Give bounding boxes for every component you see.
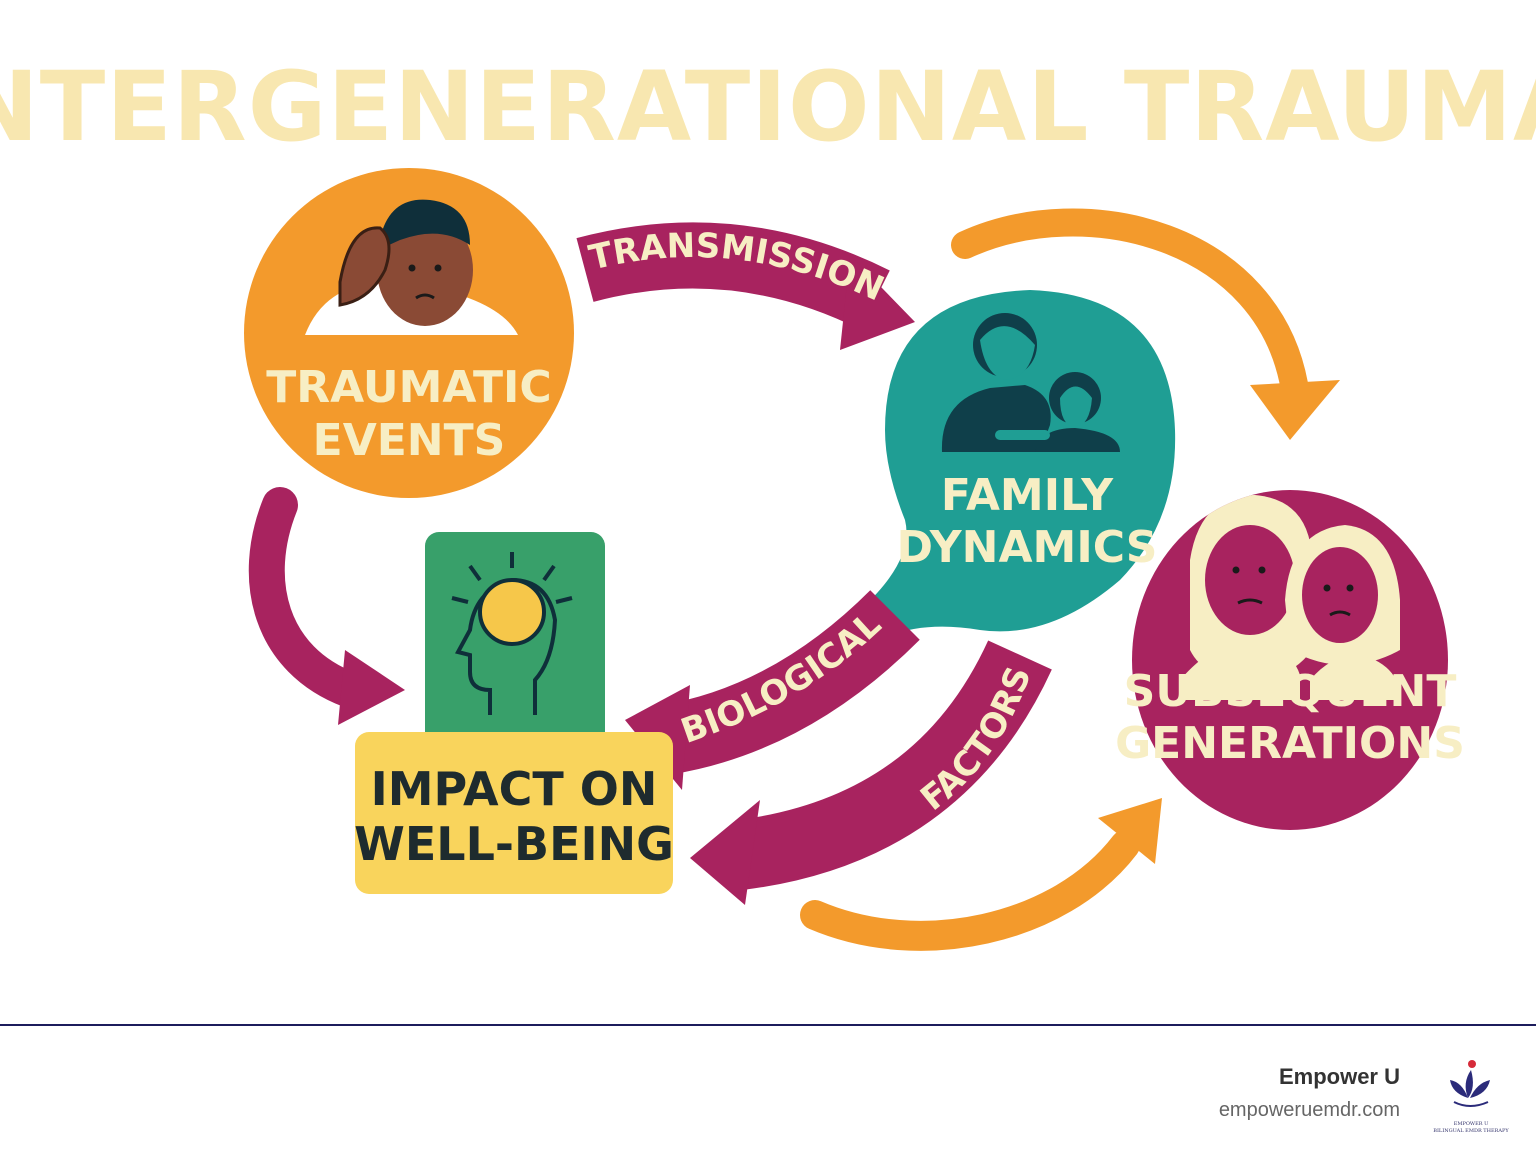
subsequent-generations-node[interactable]: SUBSEQUENT GENERATIONS [1115, 490, 1465, 830]
diagram-canvas: INTERGENERATIONAL TRAUMA TRANSMISSION [0, 51, 1536, 951]
traumatic-events-label-line2: EVENTS [313, 415, 506, 466]
logo-text-line2: BILINGUAL EMDR THERAPY [1433, 1128, 1509, 1134]
arrow-traumatic-to-impact [248, 487, 405, 725]
arrow-bottom-to-generations [800, 798, 1162, 951]
head-with-sun-icon [451, 552, 573, 715]
parent-child-icon [941, 313, 1120, 452]
arrow-family-to-generations [951, 208, 1340, 440]
traumatic-events-node[interactable]: TRAUMATIC EVENTS [244, 168, 574, 498]
brand-name: Empower U [1278, 1064, 1400, 1089]
arrow-transmission: TRANSMISSION [576, 222, 915, 350]
family-dynamics-label-line1: FAMILY [941, 470, 1114, 521]
traumatic-events-label-line1: TRAUMATIC [266, 362, 551, 413]
subsequent-generations-label-line2: GENERATIONS [1115, 718, 1465, 769]
impact-label-line2: WELL-BEING [354, 817, 674, 871]
brand-url[interactable]: empoweruemdr.com [1218, 1099, 1400, 1121]
footer-divider [0, 1024, 1536, 1026]
subsequent-generations-label-line1: SUBSEQUENT [1124, 666, 1457, 717]
two-worried-faces-icon [1180, 495, 1400, 700]
distressed-person-icon [305, 199, 518, 335]
logo-text-line1: EMPOWER U [1454, 1121, 1489, 1127]
family-dynamics-node[interactable]: FAMILY DYNAMICS [860, 290, 1176, 640]
impact-label-line1: IMPACT ON [371, 762, 658, 816]
family-dynamics-label-line2: DYNAMICS [896, 522, 1157, 573]
page-title: INTERGENERATIONAL TRAUMA [0, 51, 1536, 163]
lotus-logo-icon: EMPOWER U BILINGUAL EMDR THERAPY [1433, 1060, 1509, 1134]
impact-wellbeing-node[interactable]: IMPACT ON WELL-BEING [354, 532, 674, 894]
